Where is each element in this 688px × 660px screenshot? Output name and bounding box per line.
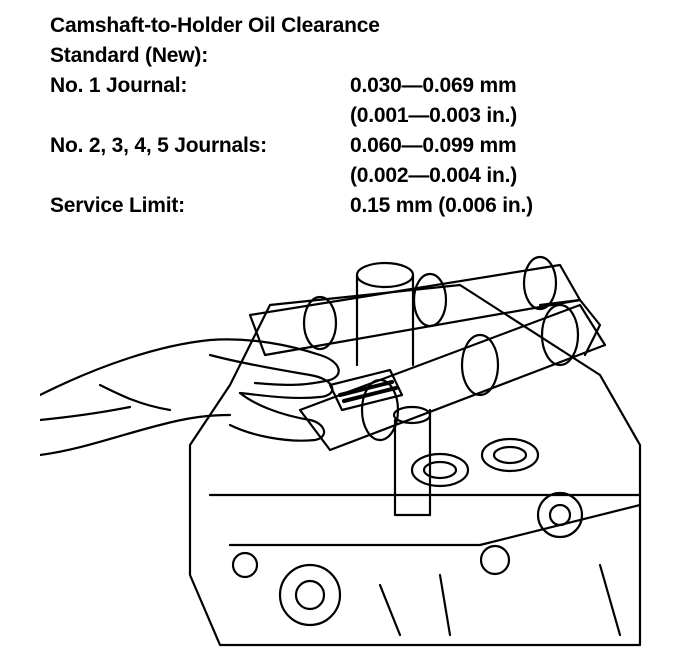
rear-camshaft (248, 255, 582, 357)
journals-2-5-value-mm: 0.060—0.099 mm (350, 134, 517, 157)
journals-2-5-line: No. 2, 3, 4, 5 Journals: 0.060—0.099 mm (50, 134, 670, 164)
journal-1-inch-line: (0.001—0.003 in.) (50, 104, 670, 134)
journal-1-line: No. 1 Journal: 0.030—0.069 mm (50, 74, 670, 104)
journals-2-5-inch-line: (0.002—0.004 in.) (50, 164, 670, 194)
service-limit-value: 0.15 mm (0.006 in.) (350, 194, 533, 217)
standard-line: Standard (New): (50, 44, 670, 74)
journal-1-label: No. 1 Journal: (50, 74, 188, 97)
front-camshaft (298, 298, 607, 452)
service-limit-line: Service Limit: 0.15 mm (0.006 in.) (50, 194, 670, 224)
journal-1-value-in: (0.001—0.003 in.) (350, 104, 518, 127)
valve-retainers (410, 437, 540, 488)
standard-label: Standard (New): (50, 44, 209, 67)
cylinder-head (188, 283, 642, 647)
spec-title-line: Camshaft-to-Holder Oil Clearance (50, 14, 670, 44)
specification-block: Camshaft-to-Holder Oil Clearance Standar… (50, 14, 670, 224)
camshaft-plastigage-illustration (40, 245, 660, 655)
journal-1-value-mm: 0.030—0.069 mm (350, 74, 517, 97)
journals-2-5-label: No. 2, 3, 4, 5 Journals: (50, 134, 267, 157)
hand (40, 338, 340, 457)
service-limit-label: Service Limit: (50, 194, 185, 217)
plastigage-scale (328, 368, 404, 412)
journals-2-5-value-in: (0.002—0.004 in.) (350, 164, 518, 187)
camshaft-holder (355, 261, 432, 517)
spec-title: Camshaft-to-Holder Oil Clearance (50, 14, 380, 37)
